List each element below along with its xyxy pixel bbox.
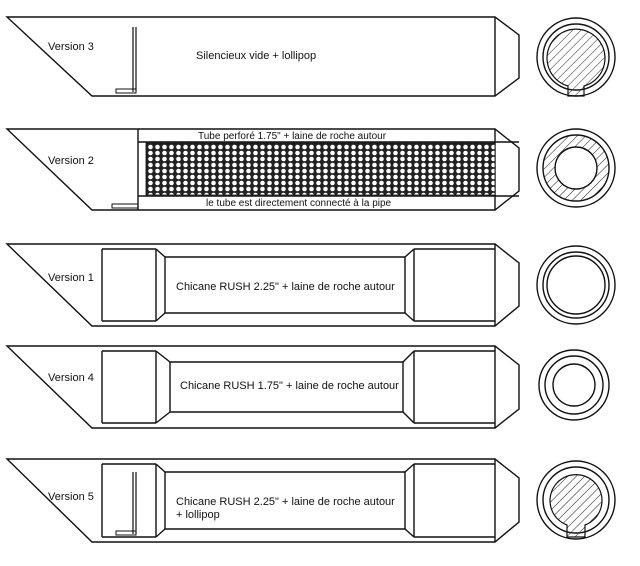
version-5-description-line-2: + lollipop — [176, 509, 220, 521]
version-2-bottom-note: le tube est directement connecté à la pi… — [206, 198, 392, 209]
version-4-name: Version 4 — [48, 372, 94, 384]
version-3-name: Version 3 — [48, 41, 94, 53]
version-5 — [5, 458, 520, 543]
version-2-name: Version 2 — [48, 155, 94, 167]
version-2-end-view — [536, 128, 616, 208]
version-1-name: Version 1 — [48, 272, 94, 284]
version-2 — [5, 128, 520, 211]
version-3 — [5, 16, 520, 97]
version-2-top-note: Tube perforé 1.75" + laine de roche auto… — [198, 131, 387, 142]
version-3-end-view — [536, 17, 616, 97]
version-1-description: Chicane RUSH 2.25" + laine de roche auto… — [176, 281, 395, 293]
version-4-description: Chicane RUSH 1.75" + laine de roche auto… — [180, 380, 399, 392]
version-5-description-line-1: Chicane RUSH 2.25" + laine de roche auto… — [176, 496, 395, 508]
version-5-name: Version 5 — [48, 491, 94, 503]
version-4 — [5, 345, 520, 429]
version-4-end-view — [538, 349, 610, 421]
version-5-end-view — [536, 460, 616, 540]
version-3-description: Silencieux vide + lollipop — [196, 50, 316, 62]
version-1-end-view — [536, 245, 616, 325]
version-1 — [5, 243, 520, 327]
